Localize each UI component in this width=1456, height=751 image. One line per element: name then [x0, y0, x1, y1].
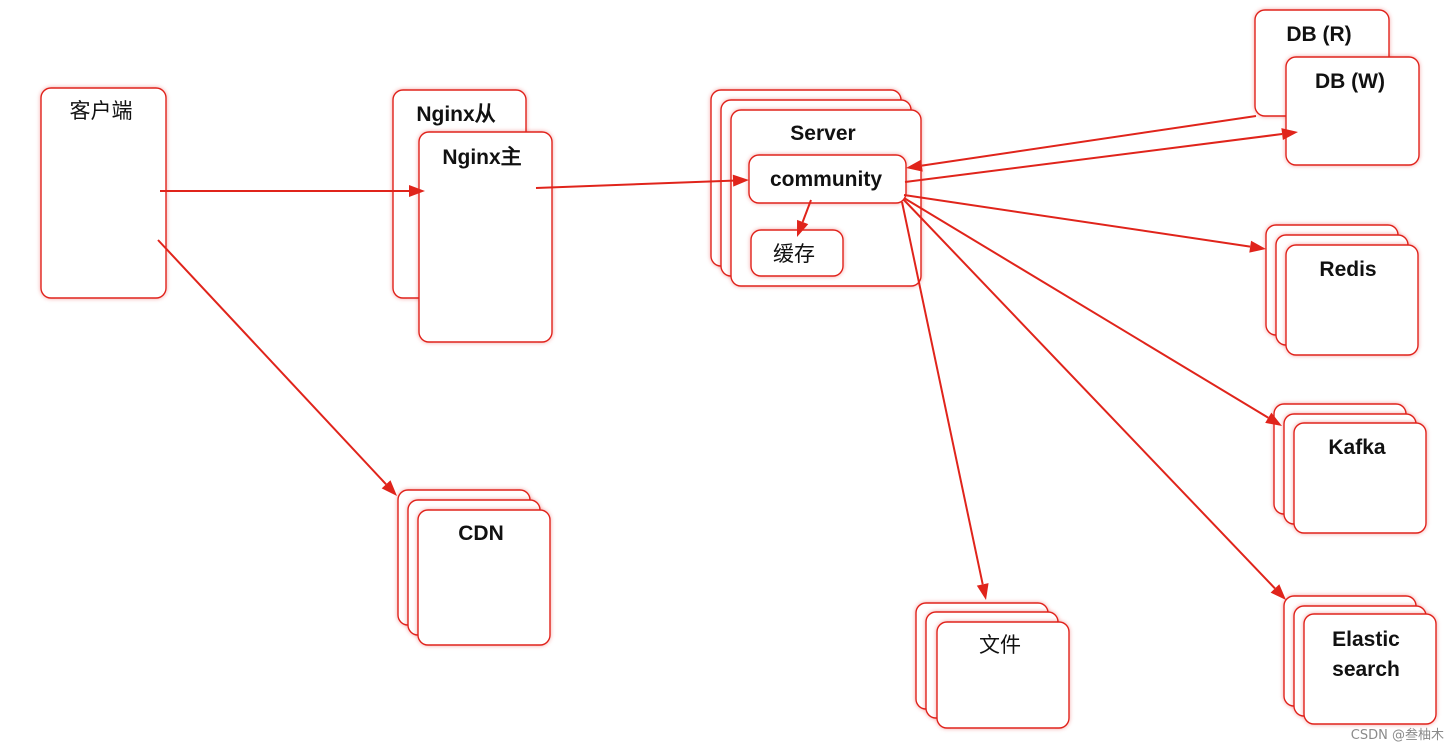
db-read-label: DB (R)	[1286, 23, 1351, 46]
community-label: community	[770, 168, 882, 191]
arrow-nginx-to-community-head	[732, 174, 749, 187]
db-write-node: DB (W)	[1285, 56, 1420, 166]
arrow-community-to-redis	[903, 194, 1266, 253]
db-write-label: DB (W)	[1315, 70, 1385, 93]
cdn-node: CDN	[397, 489, 551, 646]
arrow-community-to-elastic-line	[903, 199, 1276, 590]
elasticsearch-node: Elastic search	[1283, 595, 1437, 725]
arrow-community-to-redis-head	[1249, 240, 1266, 253]
arrow-nginx-to-community-line	[535, 179, 734, 189]
arrow-community-to-file	[901, 201, 989, 600]
file-label: 文件	[979, 633, 1021, 657]
arrow-community-to-elastic-head	[1270, 584, 1286, 600]
arrow-community-to-file-head	[976, 583, 989, 600]
arrow-client-to-cdn-head	[381, 480, 397, 496]
connection-arrows	[157, 115, 1298, 600]
arrow-dbread-to-community	[906, 115, 1257, 172]
arrow-community-to-elastic	[903, 199, 1286, 600]
client-label: 客户端	[70, 99, 133, 123]
watermark: CSDN @叁柚木	[1350, 728, 1444, 743]
file-node: 文件	[915, 602, 1070, 729]
arrow-community-to-redis-line	[903, 194, 1251, 248]
arrow-community-to-cache-line	[801, 199, 812, 223]
cache-label: 缓存	[773, 242, 815, 266]
arrow-client-to-cdn	[157, 239, 397, 496]
cdn-label: CDN	[458, 522, 504, 545]
arrow-community-to-cache-head	[797, 219, 809, 237]
arrow-client-to-cdn-line	[157, 239, 387, 485]
arrow-dbread-to-community-line	[921, 115, 1257, 167]
client-node: 客户端	[40, 87, 167, 299]
redis-node: Redis	[1265, 224, 1419, 356]
community-node: community	[748, 154, 907, 204]
server-label: Server	[790, 122, 855, 145]
arrow-nginx-to-community	[535, 174, 749, 189]
cache-node: 缓存	[750, 229, 844, 277]
arrow-client-to-nginx-head	[409, 185, 425, 197]
arrow-client-to-nginx	[160, 185, 425, 197]
arrow-community-to-dbwrite-line	[904, 133, 1283, 183]
arrow-community-to-kafka-head	[1265, 412, 1282, 426]
nginx-master-label: Nginx主	[442, 146, 521, 169]
arrow-community-to-cache	[797, 199, 812, 237]
nginx-slave-label: Nginx从	[416, 103, 495, 126]
elasticsearch-label-line2: search	[1332, 658, 1400, 681]
kafka-label: Kafka	[1328, 436, 1386, 459]
arrow-community-to-kafka	[903, 197, 1282, 426]
redis-label: Redis	[1319, 258, 1376, 281]
kafka-node: Kafka	[1273, 403, 1427, 534]
arrow-community-to-kafka-line	[903, 197, 1269, 419]
elasticsearch-label-line1: Elastic	[1332, 628, 1400, 651]
arrow-community-to-file-line	[901, 201, 984, 585]
arrow-dbread-to-community-head	[906, 159, 923, 172]
nginx-master-node: Nginx主	[418, 131, 553, 343]
arrow-community-to-dbwrite-head	[1281, 128, 1298, 140]
arrow-community-to-dbwrite	[904, 128, 1298, 183]
